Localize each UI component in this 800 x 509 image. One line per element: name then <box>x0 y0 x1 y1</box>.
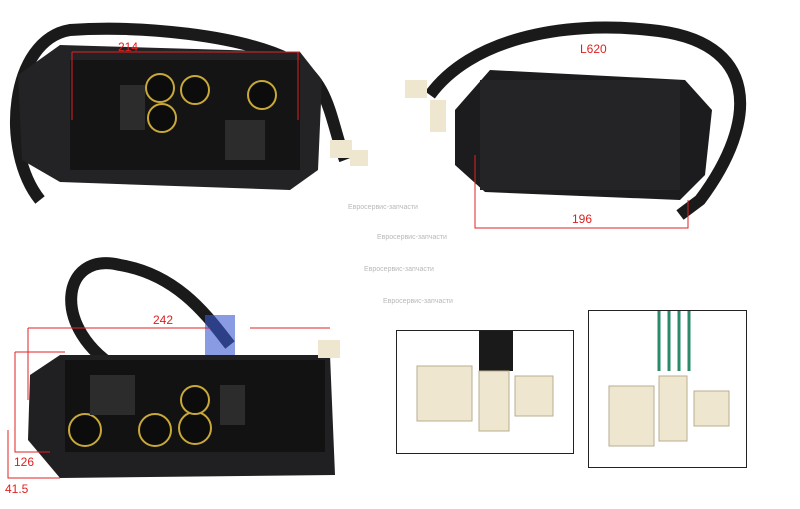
dimension-width-label: 214 <box>118 40 139 54</box>
cable-length-label: L620 <box>580 42 607 56</box>
regulator-open-top-view <box>10 22 368 204</box>
watermark: Евросервис-запчасти <box>364 266 434 273</box>
dimension-height-label: 126 <box>14 455 35 469</box>
connector-closeup-1 <box>396 330 574 454</box>
watermark: Евросервис-запчасти <box>383 298 453 305</box>
regulator-closed-top-view <box>405 21 747 220</box>
watermark: Евросервис-запчасти <box>348 204 418 211</box>
dimension-lines <box>7 51 689 479</box>
dimension-width-label-2: 196 <box>572 212 593 226</box>
dimension-depth-label: 41.5 <box>5 482 29 496</box>
dimension-length-label: 242 <box>153 313 174 327</box>
regulator-open-angle-view <box>28 257 340 478</box>
watermark: Евросервис-запчасти <box>377 234 447 241</box>
connector-closeup-2 <box>588 310 747 468</box>
